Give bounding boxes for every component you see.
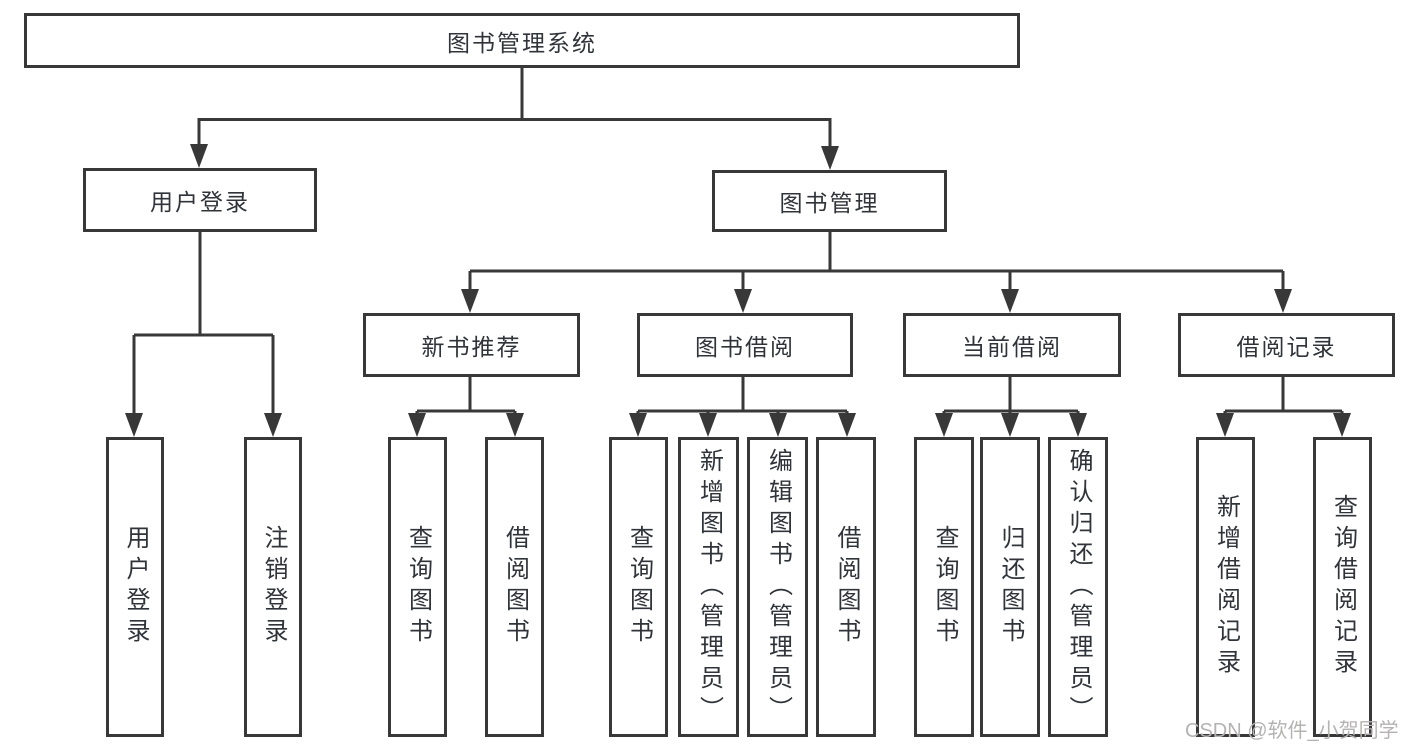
arrowheads-book-management-to-level3	[461, 289, 1292, 313]
connector-user-login-to-leaves	[132, 232, 275, 419]
leaf-edit-book-admin: 编辑图书（管理员）	[747, 437, 808, 737]
node-new-book-recommend: 新书推荐	[363, 313, 580, 377]
leaf-query-books-current: 查询图书	[914, 437, 974, 737]
leaf-query-books-borrow: 查询图书	[609, 437, 668, 737]
leaf-logout: 注销登录	[244, 437, 302, 737]
leaf-add-borrow-record: 新增借阅记录	[1196, 437, 1255, 737]
arrowheads-current-borrow-to-leaves	[935, 413, 1087, 437]
leaf-user-login: 用户登录	[106, 437, 164, 737]
arrowheads-root-to-level2	[190, 144, 839, 170]
leaf-return-book: 归还图书	[980, 437, 1040, 737]
leaf-query-borrow-record: 查询借阅记录	[1313, 437, 1372, 737]
connector-borrow-records-to-leaves	[1223, 377, 1344, 420]
node-book-management: 图书管理	[712, 170, 947, 232]
node-user-login: 用户登录	[83, 168, 317, 232]
leaf-query-books-recommend: 查询图书	[388, 437, 447, 737]
node-current-borrow: 当前借阅	[903, 313, 1121, 377]
arrowheads-book-borrow-to-leaves	[629, 413, 856, 437]
csdn-watermark: CSDN @软件_小贺同学	[1185, 720, 1399, 742]
node-borrow-records: 借阅记录	[1178, 313, 1395, 377]
connector-new-book-recommend-to-leaves	[415, 377, 517, 420]
connector-book-borrow-to-leaves	[636, 377, 849, 420]
leaf-borrow-books: 借阅图书	[816, 437, 876, 737]
arrowheads-new-book-recommend-to-leaves	[408, 413, 524, 437]
leaf-borrow-books-recommend: 借阅图书	[485, 437, 544, 737]
arrowheads-user-login-to-leaves	[125, 413, 282, 437]
arrowheads-borrow-records-to-leaves	[1216, 413, 1351, 437]
leaf-add-book-admin: 新增图书（管理员）	[678, 437, 739, 737]
connector-book-management-to-level3	[468, 232, 1285, 295]
node-book-borrow: 图书借阅	[637, 313, 853, 377]
leaf-confirm-return-admin: 确认归还（管理员）	[1048, 437, 1108, 737]
connector-root-to-level2	[197, 68, 832, 152]
node-library-management-system: 图书管理系统	[24, 13, 1020, 68]
